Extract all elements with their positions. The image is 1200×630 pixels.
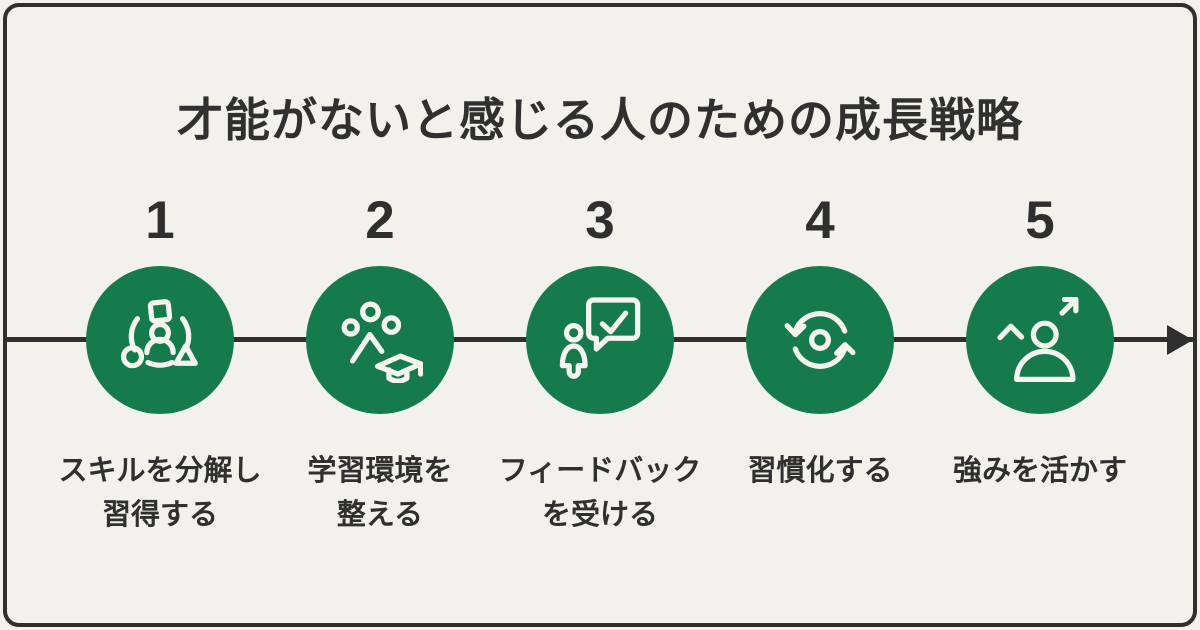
step-number: 1	[145, 191, 175, 250]
step-circle	[966, 266, 1114, 414]
habit-icon	[777, 297, 863, 383]
arrow-right-icon	[1167, 325, 1193, 355]
step-number: 5	[1025, 191, 1055, 250]
timeline-step: 5 強みを活かす	[930, 194, 1150, 537]
step-label: 学習環境を整える	[307, 455, 453, 531]
feedback-icon	[557, 297, 643, 383]
step-label: スキルを分解し習得する	[58, 455, 262, 531]
step-label: フィードバックを受ける	[498, 455, 702, 531]
step-label: 習慣化する	[747, 455, 893, 487]
learning-environment-icon	[337, 297, 423, 383]
step-number: 3	[585, 191, 615, 250]
timeline-step: 1 スキルを分解し習得する	[50, 194, 270, 537]
timeline-step: 2 学習環境を整える	[270, 194, 490, 537]
step-circle	[526, 266, 674, 414]
step-circle	[306, 266, 454, 414]
step-circle	[746, 266, 894, 414]
strengths-icon	[997, 297, 1083, 383]
step-number: 4	[805, 191, 835, 250]
step-circle	[86, 266, 234, 414]
timeline-step: 4 習慣化する	[710, 194, 930, 537]
step-label: 強みを活かす	[952, 455, 1127, 487]
page-title: 才能がないと感じる人のための成長戦略	[177, 94, 1023, 146]
skill-breakdown-icon	[117, 297, 203, 383]
timeline-step: 3 フィードバックを受ける	[490, 194, 710, 537]
steps-row: 1 スキルを分解し習得する 2 学習環境を整える 3	[50, 194, 1150, 537]
step-number: 2	[365, 191, 395, 250]
